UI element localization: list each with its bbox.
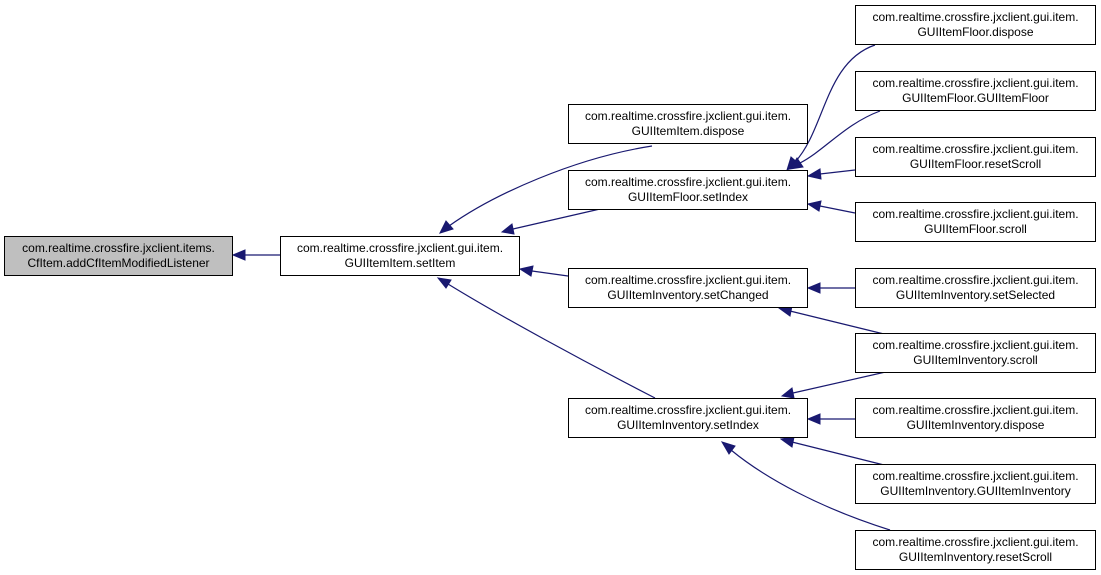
edge-invindex-to-setitem [447,283,656,399]
edge-iscroll-to-invindex [792,370,891,394]
node-label-line1: com.realtime.crossfire.jxclient.gui.item… [584,175,792,189]
node-guiitemfloor-dispose[interactable]: com.realtime.crossfire.jxclient.gui.item… [855,5,1096,45]
node-root-addcfitemmodifiedlistener[interactable]: com.realtime.crossfire.jxclient.items. C… [4,236,233,276]
node-guiiteminventory-setselected[interactable]: com.realtime.crossfire.jxclient.gui.item… [855,268,1096,308]
node-label-line1: com.realtime.crossfire.jxclient.gui.item… [872,273,1079,287]
arrowhead [780,387,795,399]
edge-fdispose-to-floorindex [794,44,876,163]
node-label-line2: GUIItemFloor.resetScroll [909,157,1042,171]
node-label-line1: com.realtime.crossfire.jxclient.gui.item… [872,403,1079,417]
edge-freset-to-floorindex [819,169,856,175]
node-guiiteminventory-resetscroll[interactable]: com.realtime.crossfire.jxclient.gui.item… [855,530,1096,570]
edge-floorindex-to-setitem [512,208,601,230]
node-label-line2: GUIItemFloor.setIndex [627,190,749,204]
node-label-line1: com.realtime.crossfire.jxclient.gui.item… [872,207,1079,221]
node-label-line1: com.realtime.crossfire.jxclient.gui.item… [872,338,1079,352]
node-guiitemfloor-resetscroll[interactable]: com.realtime.crossfire.jxclient.gui.item… [855,137,1096,177]
node-guiitemfloor-setindex[interactable]: com.realtime.crossfire.jxclient.gui.item… [568,170,808,210]
node-guiitemitem-setitem[interactable]: com.realtime.crossfire.jxclient.gui.item… [280,236,520,276]
arrowhead [439,220,454,234]
node-label-line2: GUIItemInventory.GUIItemInventory [880,484,1071,498]
node-label-line1: com.realtime.crossfire.jxclient.gui.item… [872,535,1079,549]
node-label-line1: com.realtime.crossfire.jxclient.gui.item… [872,469,1079,483]
node-label-line1: com.realtime.crossfire.jxclient.items. [22,241,215,255]
arrowhead [788,157,804,170]
node-label-line2: GUIItemInventory.scroll [913,353,1038,367]
node-label-line2: GUIItemFloor.GUIItemFloor [902,91,1049,105]
node-label-line2: GUIItemItem.setItem [344,256,456,270]
node-label-line2: GUIItemInventory.resetScroll [898,550,1053,564]
node-label-line2: GUIItemInventory.setIndex [617,418,759,432]
node-label-line2: GUIItemItem.dispose [631,124,745,138]
node-label-line1: com.realtime.crossfire.jxclient.gui.item… [296,241,504,255]
node-label-line2: GUIItemInventory.setSelected [895,288,1056,302]
node-label-line1: com.realtime.crossfire.jxclient.gui.item… [584,273,792,287]
node-label-line1: com.realtime.crossfire.jxclient.gui.item… [872,10,1079,24]
node-guiitemfloor-scroll[interactable]: com.realtime.crossfire.jxclient.gui.item… [855,202,1096,242]
node-label-line2: CfItem.addCfItemModifiedListener [27,256,210,270]
edge-invchanged-to-setitem [531,270,569,277]
node-guiiteminventory-constructor[interactable]: com.realtime.crossfire.jxclient.gui.item… [855,464,1096,504]
node-guiitemitem-dispose[interactable]: com.realtime.crossfire.jxclient.gui.item… [568,104,808,144]
edge-fctor-to-floorindex [799,110,881,164]
arrowhead [720,441,736,455]
node-label-line1: com.realtime.crossfire.jxclient.gui.item… [584,403,792,417]
node-guiiteminventory-dispose[interactable]: com.realtime.crossfire.jxclient.gui.item… [855,398,1096,438]
node-guiiteminventory-scroll[interactable]: com.realtime.crossfire.jxclient.gui.item… [855,333,1096,373]
edge-itemdispose-to-setitem [448,145,653,227]
arrowhead [806,168,822,180]
node-label-line2: GUIItemInventory.dispose [906,418,1045,432]
node-label-line1: com.realtime.crossfire.jxclient.gui.item… [872,76,1079,90]
arrowhead [779,436,795,448]
arrowhead [806,413,821,425]
arrowhead [518,265,534,277]
node-label-line1: com.realtime.crossfire.jxclient.gui.item… [584,109,792,123]
arrowhead [231,249,246,261]
edge-ictor-to-invindex [791,441,889,467]
node-guiiteminventory-setchanged[interactable]: com.realtime.crossfire.jxclient.gui.item… [568,268,808,308]
arrowhead [806,282,821,294]
arrowhead [500,223,515,235]
arrowhead [806,200,822,212]
edge-ireset-to-invindex [730,449,891,531]
node-label-line1: com.realtime.crossfire.jxclient.gui.item… [872,142,1079,156]
edge-iscroll-to-invchanged [789,310,889,336]
node-label-line2: GUIItemFloor.scroll [924,222,1027,236]
arrowhead [436,277,452,289]
node-guiiteminventory-setindex[interactable]: com.realtime.crossfire.jxclient.gui.item… [568,398,808,438]
edge-fscroll-to-floorindex [819,205,856,214]
node-label-line2: GUIItemInventory.setChanged [607,288,769,302]
node-guiitemfloor-constructor[interactable]: com.realtime.crossfire.jxclient.gui.item… [855,71,1096,111]
node-label-line2: GUIItemFloor.dispose [917,25,1034,39]
